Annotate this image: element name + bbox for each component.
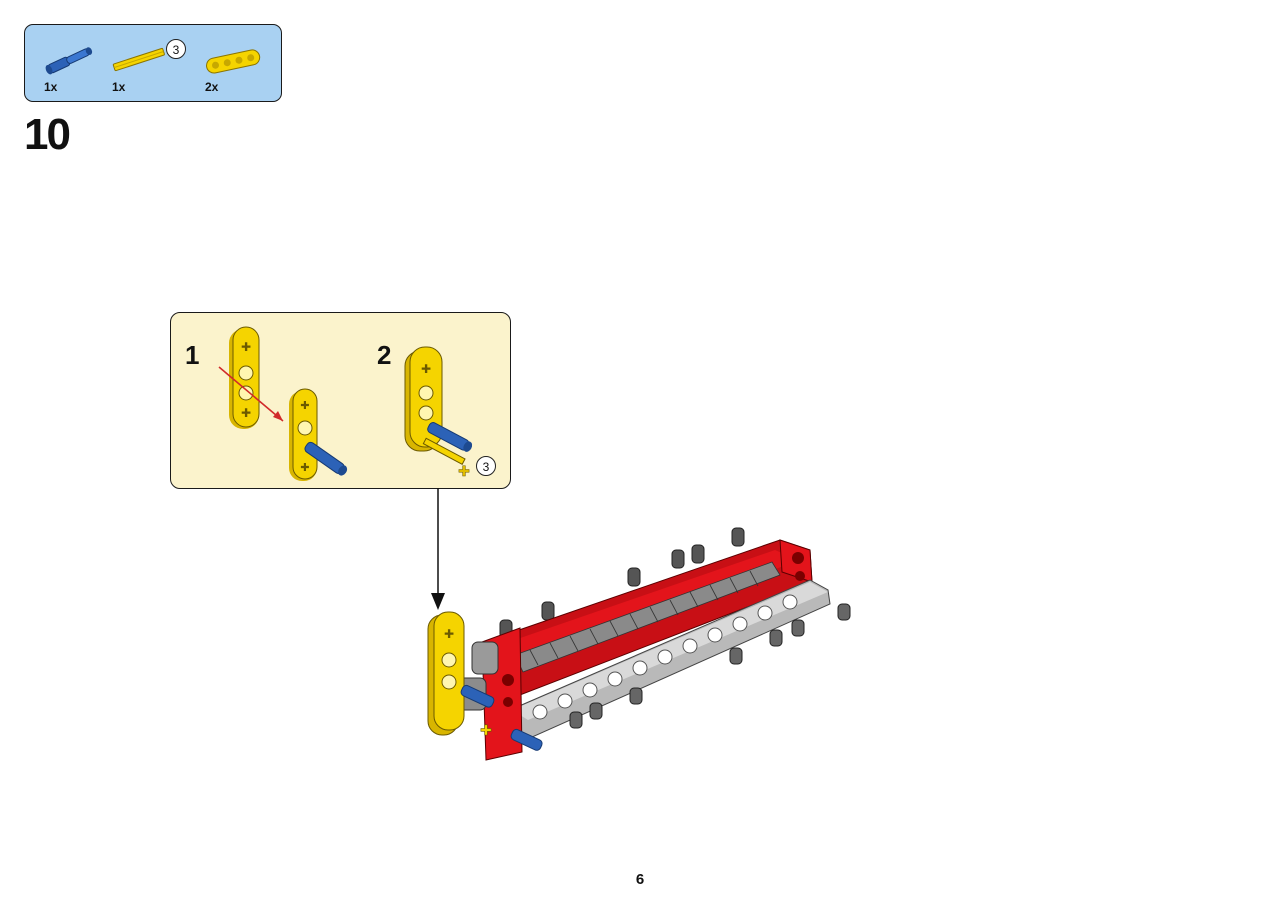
parts-qty-3: 2x — [205, 80, 219, 94]
step-number: 10 — [24, 110, 71, 159]
yellow-beam-icon — [206, 49, 261, 74]
sub-assembly-box: 1 2 ✚ ✚ ✚ ✚ ✚ — [170, 312, 511, 489]
blue-pin-icon — [45, 47, 93, 75]
parts-callout: 3 — [166, 39, 186, 59]
sub-step-2-label: 2 — [377, 340, 392, 370]
svg-text:✚: ✚ — [241, 406, 251, 420]
sub-step-2-illustration-icon: ✚ ✚ — [404, 346, 473, 479]
yellow-axle-icon — [112, 47, 165, 72]
parts-qty-2: 1x — [112, 80, 126, 94]
sub-step-2-callout: 3 — [476, 456, 496, 476]
svg-text:✚: ✚ — [241, 340, 251, 354]
page-number: 6 — [635, 871, 645, 888]
parts-list-box: 1x 3 1x 2x — [24, 24, 282, 102]
svg-text:✚: ✚ — [480, 722, 492, 738]
svg-text:✚: ✚ — [300, 462, 309, 474]
assembly-arrow-icon — [431, 488, 445, 610]
sub-step-1-label: 1 — [185, 340, 200, 370]
svg-text:✚: ✚ — [458, 463, 470, 479]
svg-text:✚: ✚ — [300, 400, 309, 412]
svg-text:✚: ✚ — [421, 362, 431, 376]
svg-text:✚: ✚ — [444, 627, 454, 641]
main-model-illustration-icon: ✚ ✚ — [427, 527, 851, 761]
parts-qty-1: 1x — [44, 80, 58, 94]
sub-step-1-illustration-icon: ✚ ✚ ✚ ✚ — [218, 326, 348, 481]
